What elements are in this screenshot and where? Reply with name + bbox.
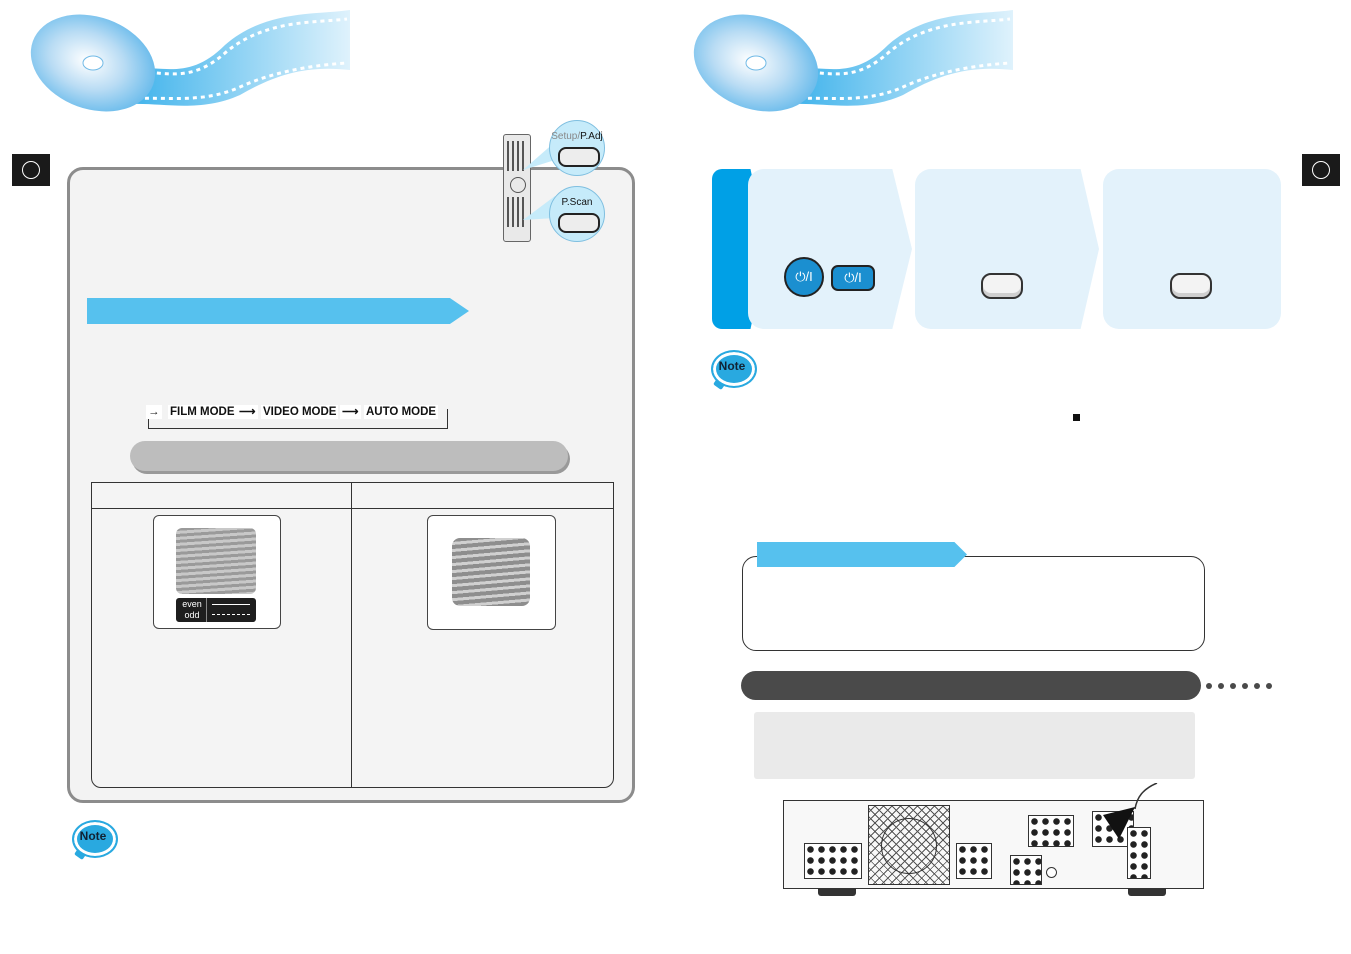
- step-card-1: [748, 169, 912, 329]
- pscan-label: P.Scan: [561, 197, 593, 208]
- antenna-terminals: [1127, 827, 1151, 879]
- step-3-button[interactable]: [1170, 273, 1212, 299]
- setup-padj-callout: Setup/P.Adj: [549, 120, 605, 176]
- section-heading-dark-bar: [741, 671, 1201, 700]
- note-label: Note: [718, 359, 746, 373]
- arrow-icon: ⟶: [340, 405, 361, 419]
- pscan-button[interactable]: [558, 213, 600, 233]
- arrow-icon: ⟶: [237, 405, 258, 419]
- circle-icon: [22, 161, 40, 179]
- odd-label: odd: [184, 610, 200, 620]
- step-2-button[interactable]: [981, 273, 1023, 299]
- pscan-callout: P.Scan: [549, 186, 605, 242]
- power-button-round[interactable]: ⏻/I: [784, 257, 824, 297]
- speaker-terminals-left: [804, 843, 862, 879]
- progressive-scan-illustration: [427, 515, 556, 630]
- pointer-arrow-icon: [1103, 783, 1158, 839]
- speaker-terminals-center: [956, 843, 992, 879]
- circle-icon: [1312, 161, 1330, 179]
- language-badge-right: [1302, 154, 1340, 186]
- setup-label: Setup/: [551, 131, 581, 142]
- dotted-leader: [1206, 683, 1272, 689]
- video-mode-label: VIDEO MODE: [261, 405, 339, 419]
- scan-mode-cycle: → FILM MODE ⟶ VIDEO MODE ⟶ AUTO MODE: [146, 405, 450, 429]
- language-badge-left: [12, 154, 50, 186]
- arrow-icon: →: [146, 405, 162, 419]
- disc-banner-left: [30, 10, 350, 112]
- av-output-jacks: [1028, 815, 1074, 847]
- power-icon: ⏻/I: [844, 270, 862, 285]
- note-icon-left: Note: [70, 818, 120, 860]
- table-header: [92, 483, 613, 509]
- padj-label: P.Adj: [580, 131, 603, 142]
- rear-panel-illustration: [783, 800, 1204, 889]
- disc-banner-right: [693, 10, 1013, 112]
- power-button-flat[interactable]: ⏻/I: [831, 265, 875, 291]
- power-icon: ⏻/I: [795, 269, 813, 284]
- note-label: Note: [79, 829, 107, 843]
- step-card-2: [915, 169, 1099, 329]
- step-card-3: [1103, 169, 1281, 329]
- setup-padj-button[interactable]: [558, 147, 600, 167]
- remote-control-icon: [503, 134, 531, 242]
- info-box: [754, 712, 1195, 779]
- auto-mode-label: AUTO MODE: [364, 405, 439, 419]
- comparison-heading-bar: [130, 441, 568, 471]
- tip-tab: [757, 542, 967, 567]
- rear-foot-right: [1128, 889, 1166, 896]
- film-mode-label: FILM MODE: [168, 405, 237, 419]
- even-label: even: [182, 599, 202, 609]
- section-heading-bar: [87, 298, 469, 324]
- stop-icon: [1073, 414, 1080, 421]
- rear-foot-left: [818, 889, 856, 896]
- note-icon-right: Note: [709, 348, 759, 390]
- audio-input-jacks: [1010, 855, 1042, 885]
- callout-pointers: [523, 142, 555, 220]
- tip-box: [742, 556, 1205, 651]
- cooling-fan-icon: [868, 805, 950, 885]
